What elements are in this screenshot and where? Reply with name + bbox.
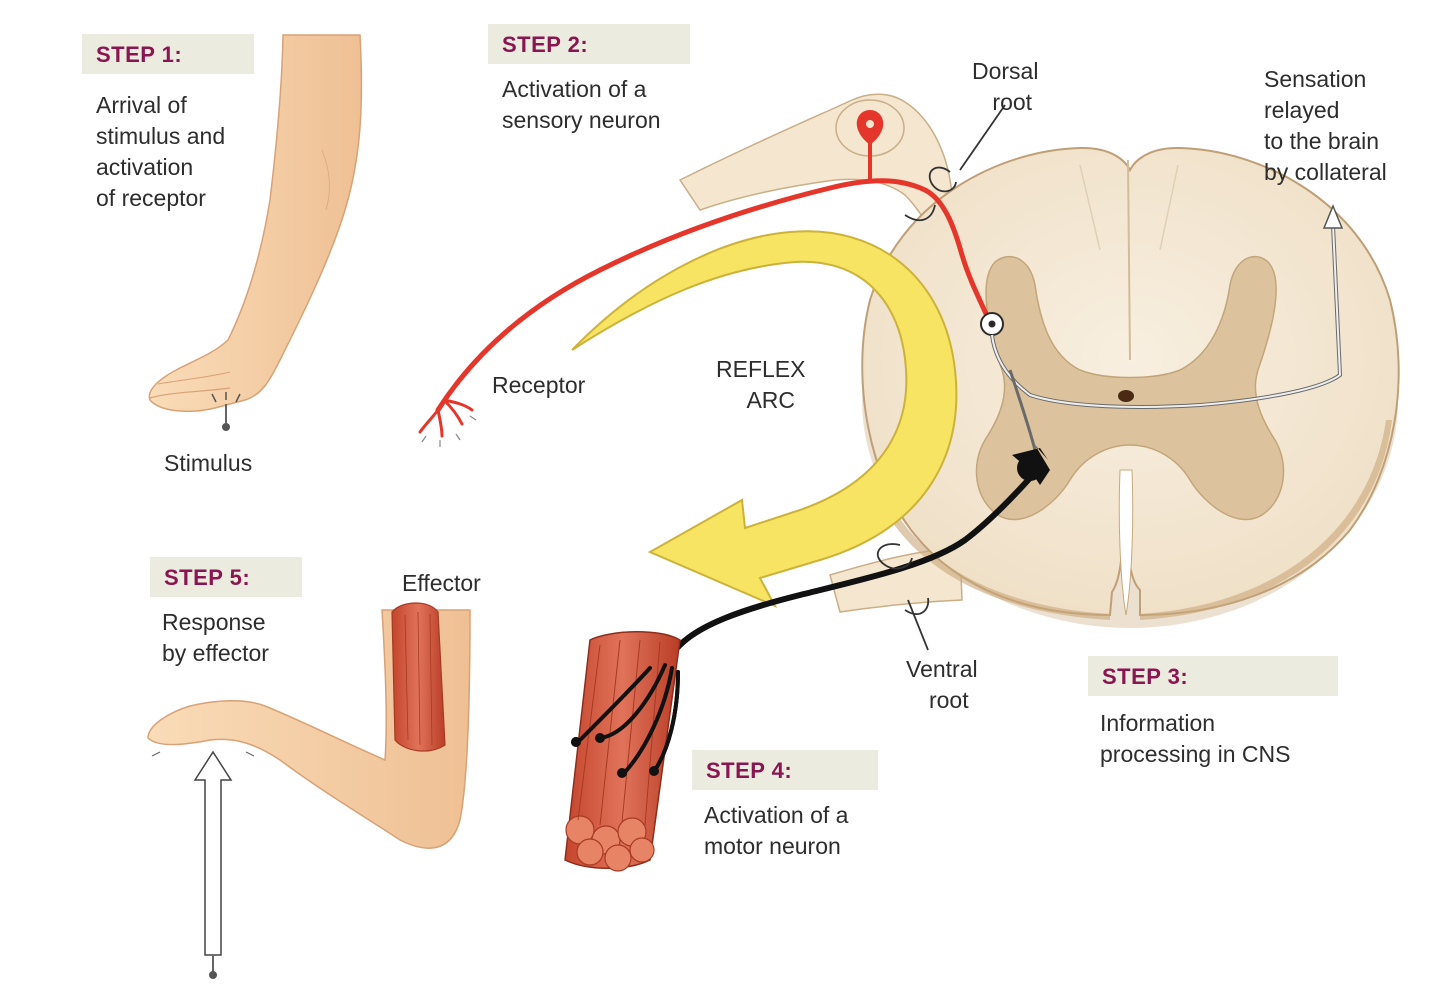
reflex-arc-label: REFLEX ARC [716,354,805,416]
step-5-title: STEP 5: [164,565,251,590]
ventral-root-label-line: Ventral [906,656,978,682]
sensation-label-line: by collateral [1264,159,1387,185]
step-1-title-box: STEP 1: [82,34,254,74]
muscle-fiber-bundle [564,631,681,872]
step-3-line: Information [1100,710,1216,736]
response-arrow [151,750,255,979]
step-4-title-box: STEP 4: [692,750,878,790]
peripheral-nerve [678,93,968,613]
reflex-arc-label-line: ARC [746,387,796,413]
step-4-line: Activation of a [704,802,849,828]
spinal-cord-cross-section [861,146,1400,628]
step-3-title-box: STEP 3: [1088,656,1338,696]
step-2-line: Activation of a [502,76,647,102]
step-3-line: processing in CNS [1100,741,1291,767]
dorsal-root-label-line: root [992,89,1033,115]
arm-illustration-bottom [147,602,471,849]
step-1-line: Arrival of [96,92,187,118]
stimulus-label: Stimulus [164,450,253,476]
sensation-label-line: Sensation [1264,66,1367,92]
step-4-title: STEP 4: [706,758,793,783]
step-3-title: STEP 3: [1102,664,1189,689]
step-1-title: STEP 1: [96,42,183,67]
reflex-arc-label-line: REFLEX [716,356,806,382]
step-1-line: of receptor [96,185,206,211]
step-3-description: Information processing in CNS [1100,708,1290,770]
dorsal-root-label: Dorsal root [972,56,1038,118]
step-4-description: Activation of a motor neuron [704,800,848,862]
step-1-line: activation [96,154,194,180]
step-5-description: Response by effector [162,607,269,669]
step-5-title-box: STEP 5: [150,557,302,597]
dorsal-root-label-line: Dorsal [972,58,1039,84]
receptor-label: Receptor [492,372,586,398]
sensation-label-line: to the brain [1264,128,1380,154]
step-5-line: Response [162,609,266,635]
step-2-title: STEP 2: [502,32,589,57]
ventral-root-label: Ventral root [906,654,978,716]
step-5-line: by effector [162,640,269,666]
step-4-line: motor neuron [704,833,841,859]
arm-illustration-top [148,34,363,413]
step-2-description: Activation of a sensory neuron [502,74,661,136]
collateral-fiber [990,204,1344,451]
step-2-title-box: STEP 2: [488,24,690,64]
reflex-arc-arrow [571,230,958,609]
step-2-line: sensory neuron [502,107,661,133]
pin-stimulus-icon [211,392,241,431]
ventral-root-label-line: root [928,687,969,713]
effector-label: Effector [402,570,481,596]
sensation-label: Sensation relayed to the brain by collat… [1264,64,1387,188]
root-brackets [876,104,1006,651]
step-1-line: stimulus and [96,123,226,149]
step-1-description: Arrival of stimulus and activation of re… [96,90,225,214]
sensory-neuron [418,110,1004,447]
sensation-label-line: relayed [1264,97,1340,123]
